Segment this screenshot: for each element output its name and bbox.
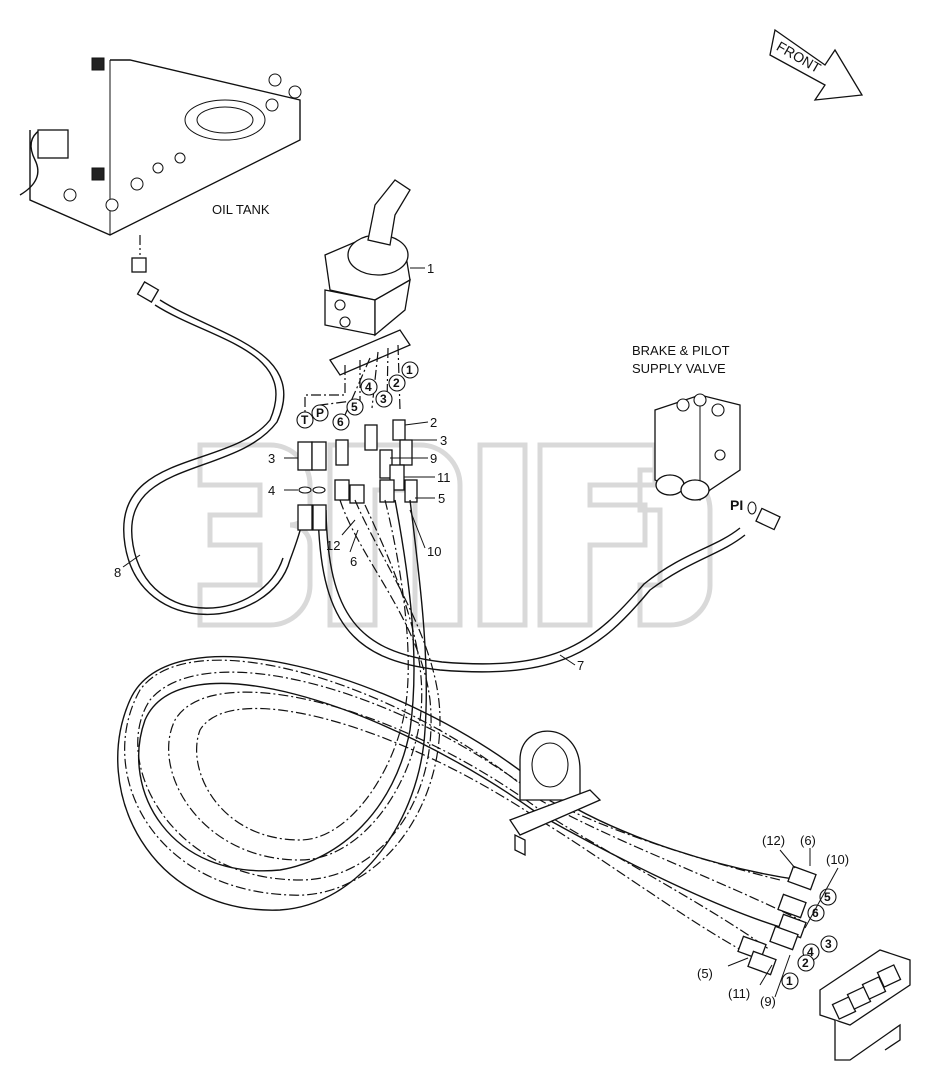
port-markers-top: 1 2 3 4 5 6 T P bbox=[296, 361, 419, 431]
port-t-marker: T bbox=[301, 413, 309, 427]
brake-valve-label-line2: SUPPLY VALVE bbox=[632, 361, 726, 376]
bottom-port-5-marker: 5 bbox=[824, 890, 831, 904]
pi-port-label: PI bbox=[730, 497, 743, 513]
bottom-callouts: (12) (6) (10) (5) (11) (9) bbox=[697, 833, 849, 1009]
bottom-connector-block bbox=[737, 865, 911, 1061]
connector-fittings bbox=[297, 419, 418, 531]
front-arrow: FRONT bbox=[769, 28, 864, 101]
callout-3-right: 3 bbox=[440, 433, 447, 448]
port-markers-bottom: 5 6 4 3 2 1 bbox=[781, 888, 838, 990]
bottom-callout-9: (9) bbox=[760, 994, 776, 1009]
port-6-marker: 6 bbox=[337, 415, 344, 429]
oil-tank: OIL TANK bbox=[19, 57, 302, 236]
callout-10: 10 bbox=[427, 544, 441, 559]
callout-8: 8 bbox=[114, 565, 121, 580]
bottom-callout-6: (6) bbox=[800, 833, 816, 848]
callout-numbers: 1 2 3 3 9 11 4 5 12 6 10 8 7 bbox=[114, 261, 584, 673]
bottom-port-2-marker: 2 bbox=[802, 956, 809, 970]
port-4-marker: 4 bbox=[365, 380, 372, 394]
leader-lines bbox=[122, 267, 576, 666]
port-p-marker: P bbox=[316, 406, 324, 420]
bottom-callout-5: (5) bbox=[697, 966, 713, 981]
port-5-marker: 5 bbox=[351, 400, 358, 414]
bottom-callout-11: (11) bbox=[728, 986, 750, 1001]
callout-9: 9 bbox=[430, 451, 437, 466]
brake-pilot-supply-valve: BRAKE & PILOT SUPPLY VALVE PI bbox=[632, 343, 781, 531]
bottom-port-1-marker: 1 bbox=[786, 974, 793, 988]
callout-7: 7 bbox=[577, 658, 584, 673]
bottom-port-6-marker: 6 bbox=[812, 906, 819, 920]
callout-3-left: 3 bbox=[268, 451, 275, 466]
callout-4: 4 bbox=[268, 483, 275, 498]
hose-clamp-bracket bbox=[509, 730, 602, 857]
port-1-marker: 1 bbox=[406, 363, 413, 377]
callout-12: 12 bbox=[326, 538, 340, 553]
callout-11: 11 bbox=[437, 470, 451, 485]
callout-6: 6 bbox=[350, 554, 357, 569]
callout-5: 5 bbox=[438, 491, 445, 506]
hose-8 bbox=[123, 304, 305, 616]
gasket-plate bbox=[329, 329, 411, 376]
pilot-control-valve bbox=[324, 179, 411, 337]
watermark bbox=[197, 442, 713, 628]
port-3-marker: 3 bbox=[380, 392, 387, 406]
tank-outlet-fitting bbox=[131, 235, 160, 303]
bottom-port-4-marker: 4 bbox=[807, 945, 814, 959]
bottom-callout-12: (12) bbox=[762, 833, 785, 848]
bottom-callout-10: (10) bbox=[826, 852, 849, 867]
brake-valve-label-line1: BRAKE & PILOT bbox=[632, 343, 730, 358]
callout-2: 2 bbox=[430, 415, 437, 430]
callout-1: 1 bbox=[427, 261, 434, 276]
hose-bundle bbox=[117, 499, 801, 961]
bottom-port-3-marker: 3 bbox=[825, 937, 832, 951]
port-2-marker: 2 bbox=[393, 376, 400, 390]
hose-7 bbox=[317, 509, 746, 673]
oil-tank-label: OIL TANK bbox=[212, 202, 270, 217]
